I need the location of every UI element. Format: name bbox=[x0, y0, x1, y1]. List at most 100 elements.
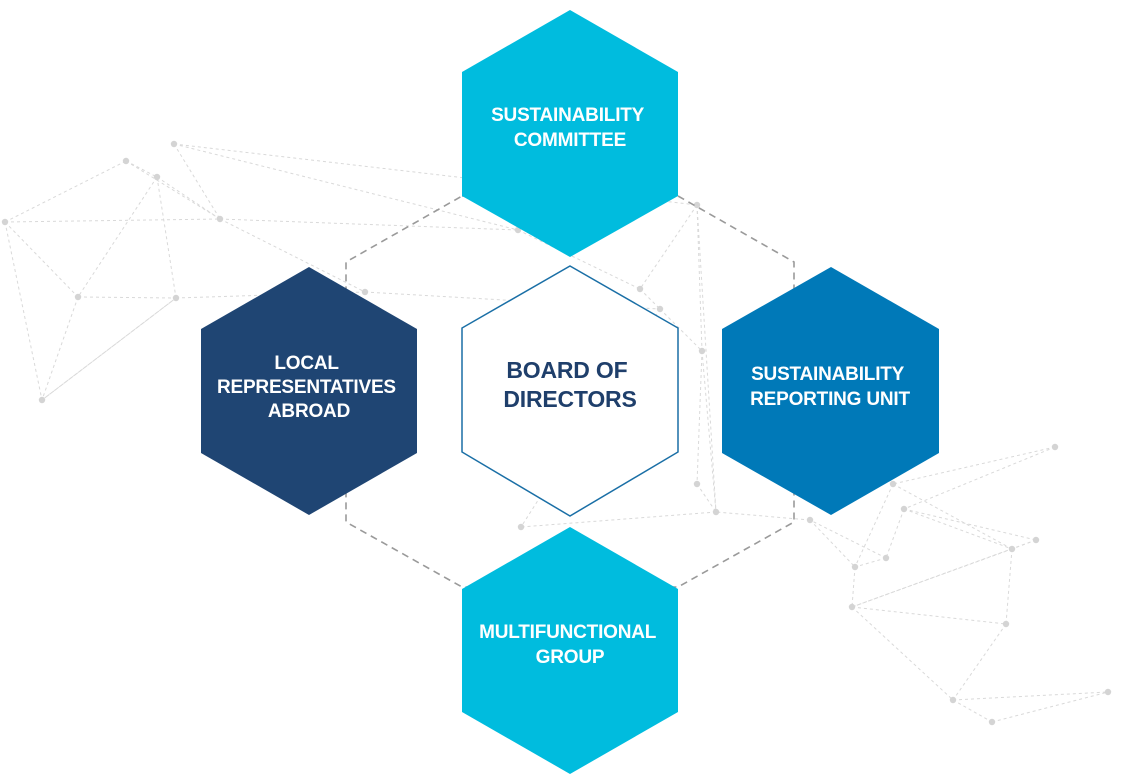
label-line-2: GROUP bbox=[536, 647, 605, 668]
network-line bbox=[892, 446, 1056, 485]
network-line bbox=[696, 204, 717, 513]
network-dot bbox=[889, 480, 897, 488]
hex-sustainability-reporting-unit: SUSTAINABILITY REPORTING UNIT bbox=[722, 267, 939, 515]
network-dot bbox=[900, 505, 908, 513]
network-dot bbox=[172, 294, 180, 302]
network-line bbox=[639, 204, 698, 290]
network-line bbox=[4, 221, 79, 298]
network-line bbox=[851, 548, 1013, 608]
network-line bbox=[701, 350, 717, 513]
network-line bbox=[952, 699, 993, 723]
network-line bbox=[156, 176, 177, 299]
label-line-1: SUSTAINABILITY bbox=[751, 364, 905, 385]
network-dot bbox=[949, 696, 957, 704]
network-dot bbox=[38, 396, 46, 404]
label-line-2: REPRESENTATIVES bbox=[217, 377, 396, 398]
network-line bbox=[125, 160, 158, 178]
network-line bbox=[903, 508, 1013, 550]
network-line bbox=[892, 483, 1013, 550]
network-line bbox=[1005, 548, 1013, 625]
network-dot bbox=[806, 516, 814, 524]
sustainability-committee-label: SUSTAINABILITY COMMITTEE bbox=[491, 105, 649, 151]
network-line bbox=[173, 143, 519, 231]
local-representatives-label: LOCAL REPRESENTATIVES ABROAD bbox=[217, 353, 401, 422]
network-dot bbox=[1002, 620, 1010, 628]
sustainability-reporting-unit-label: SUSTAINABILITY REPORTING UNIT bbox=[750, 364, 910, 410]
network-line bbox=[809, 519, 856, 568]
label-line-1: BOARD OF bbox=[506, 357, 627, 383]
network-dot bbox=[848, 603, 856, 611]
multifunctional-group-label: MULTIFUNCTIONAL GROUP bbox=[479, 622, 661, 668]
network-dot bbox=[656, 305, 664, 313]
hexagon-shape bbox=[462, 527, 678, 774]
network-dot bbox=[712, 508, 720, 516]
network-dot bbox=[122, 157, 130, 165]
network-dot bbox=[1008, 545, 1016, 553]
network-line bbox=[809, 519, 887, 559]
board-of-directors-label: BOARD OF DIRECTORS bbox=[503, 357, 636, 412]
hex-board-of-directors: BOARD OF DIRECTORS bbox=[461, 265, 679, 517]
label-line-2: COMMITTEE bbox=[514, 130, 626, 151]
label-line-2: REPORTING UNIT bbox=[750, 389, 910, 410]
network-line bbox=[851, 566, 856, 608]
network-dot bbox=[693, 201, 701, 209]
network-line bbox=[639, 288, 661, 310]
network-line bbox=[125, 160, 221, 220]
network-line bbox=[659, 308, 703, 352]
network-dot bbox=[1032, 536, 1040, 544]
network-line bbox=[517, 229, 641, 290]
network-line bbox=[854, 557, 887, 568]
network-line bbox=[173, 143, 221, 220]
label-line-3: ABROAD bbox=[268, 401, 350, 422]
network-dot bbox=[851, 563, 859, 571]
network-line bbox=[696, 204, 703, 352]
label-line-1: SUSTAINABILITY bbox=[491, 105, 645, 126]
network-dot bbox=[1051, 443, 1059, 451]
hexagon-shape bbox=[462, 10, 678, 257]
network-dot bbox=[698, 347, 706, 355]
network-line bbox=[952, 691, 1109, 701]
network-line bbox=[219, 218, 519, 231]
network-line bbox=[4, 218, 221, 223]
network-line bbox=[903, 508, 1037, 541]
hexagon-shape bbox=[201, 267, 417, 515]
network-dot bbox=[517, 523, 525, 531]
network-line bbox=[991, 691, 1109, 723]
network-dot bbox=[1104, 688, 1112, 696]
network-dot bbox=[636, 285, 644, 293]
network-line bbox=[156, 176, 221, 220]
label-line-1: MULTIFUNCTIONAL bbox=[479, 622, 657, 643]
network-line bbox=[4, 221, 43, 401]
hex-multifunctional-group: MULTIFUNCTIONAL GROUP bbox=[462, 527, 678, 774]
network-dot bbox=[216, 215, 224, 223]
network-line bbox=[77, 176, 158, 298]
label-line-2: DIRECTORS bbox=[503, 386, 636, 412]
network-line bbox=[4, 160, 127, 223]
hexagon-shape bbox=[461, 265, 679, 517]
network-dot bbox=[74, 293, 82, 301]
network-line bbox=[851, 606, 954, 701]
network-line bbox=[1011, 539, 1037, 550]
network-dot bbox=[693, 480, 701, 488]
hex-local-representatives-abroad: LOCAL REPRESENTATIVES ABROAD bbox=[201, 267, 417, 515]
network-line bbox=[520, 511, 717, 528]
network-line bbox=[885, 508, 905, 559]
network-dot bbox=[988, 718, 996, 726]
network-line bbox=[851, 606, 1007, 625]
network-line bbox=[41, 297, 177, 401]
network-dot bbox=[170, 140, 178, 148]
label-line-1: LOCAL bbox=[274, 353, 339, 374]
network-line bbox=[77, 296, 177, 299]
network-line bbox=[696, 350, 703, 485]
network-line bbox=[696, 483, 717, 513]
network-dot bbox=[882, 554, 890, 562]
hexagon-shape bbox=[722, 267, 939, 515]
hex-sustainability-committee: SUSTAINABILITY COMMITTEE bbox=[462, 10, 678, 257]
network-line bbox=[715, 511, 811, 521]
network-dot bbox=[361, 288, 369, 296]
network-dot bbox=[153, 173, 161, 181]
network-dot bbox=[1, 218, 9, 226]
network-line bbox=[952, 623, 1007, 701]
network-line bbox=[41, 296, 79, 401]
